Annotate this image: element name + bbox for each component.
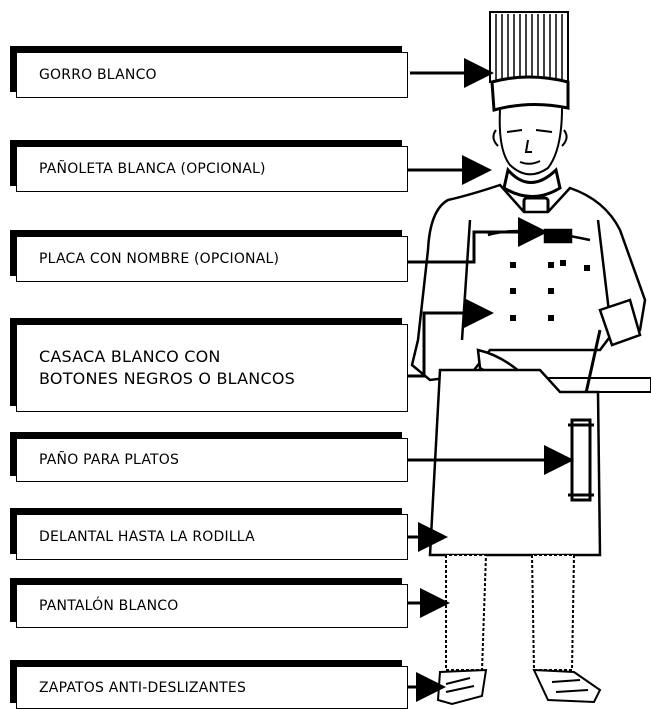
label-panoleta: PAÑOLETA BLANCA (OPCIONAL): [16, 146, 408, 192]
label-text: ZAPATOS ANTI-DESLIZANTES: [39, 679, 247, 696]
chef-jacket: [410, 183, 647, 382]
chef-hat-icon: [489, 11, 570, 112]
label-arrows: [408, 58, 574, 702]
label-text: PANTALÓN BLANCO: [39, 598, 179, 614]
shoes: [436, 668, 602, 706]
label-text: PAÑO PARA PLATOS: [39, 452, 180, 468]
label-delantal: DELANTAL HASTA LA RODILLA: [16, 514, 408, 560]
apron: [428, 368, 602, 557]
neckerchief: [502, 166, 562, 218]
label-pano: PAÑO PARA PLATOS: [16, 438, 408, 482]
label-text: PLACA CON NOMBRE (OPCIONAL): [39, 251, 280, 267]
label-pantalon: PANTALÓN BLANCO: [16, 584, 408, 628]
dish-towel: [568, 418, 594, 502]
label-text: DELANTAL HASTA LA RODILLA: [39, 529, 255, 545]
label-text: GORRO BLANCO: [39, 67, 157, 83]
label-casaca: CASACA BLANCO CON BOTONES NEGROS O BLANC…: [16, 324, 408, 412]
label-text: PAÑOLETA BLANCA (OPCIONAL): [39, 161, 266, 177]
label-gorro: GORRO BLANCO: [16, 52, 408, 98]
label-zapatos: ZAPATOS ANTI-DESLIZANTES: [16, 666, 408, 709]
label-text: CASACA BLANCO CON BOTONES NEGROS O BLANC…: [39, 347, 295, 388]
chef-face: [492, 107, 568, 176]
label-placa: PLACA CON NOMBRE (OPCIONAL): [16, 236, 408, 282]
trousers: [445, 554, 576, 671]
